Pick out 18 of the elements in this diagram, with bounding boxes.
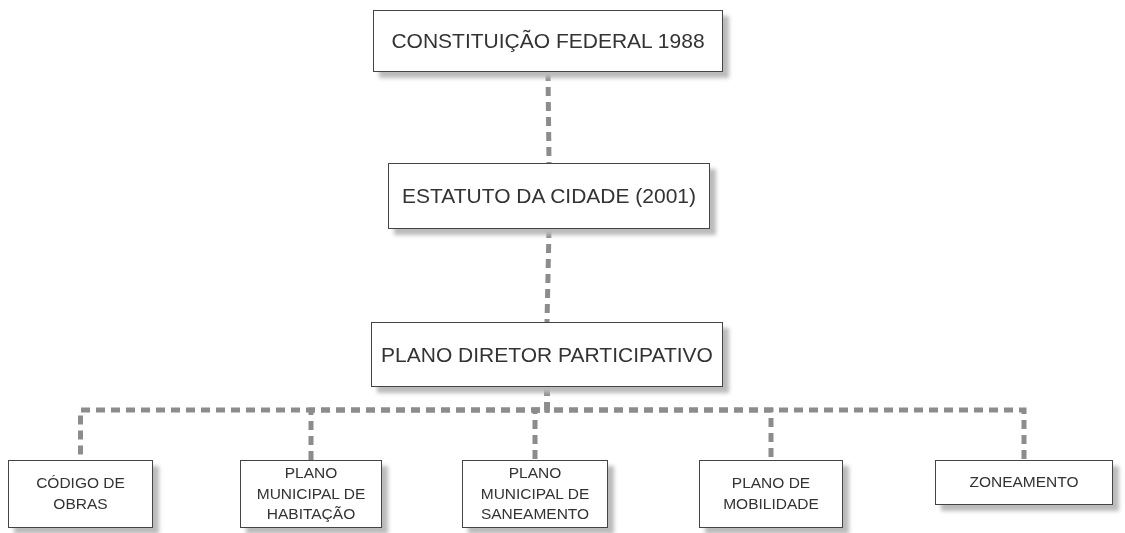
box-label: CONSTITUIÇÃO FEDERAL 1988 [390, 29, 706, 53]
box-label: PLANO DE MOBILIDADE [722, 473, 820, 514]
dashed-connector [544, 387, 1027, 460]
dashed-connector [544, 228, 552, 323]
document-box [388, 163, 710, 229]
document-box [935, 460, 1113, 505]
document-box [8, 460, 153, 528]
box-label: PLANO MUNICIPAL DE SANEAMENTO [479, 462, 591, 525]
box-label: ESTATUTO DA CIDADE (2001) [400, 184, 698, 208]
document-box [699, 460, 843, 528]
document-box [371, 322, 723, 387]
document-box [462, 460, 608, 528]
box-label: CÓDIGO DE OBRAS [35, 473, 126, 514]
box-label: PLANO MUNICIPAL DE HABITAÇÃO [255, 462, 367, 525]
box-label: ZONEAMENTO [968, 472, 1080, 493]
document-box [373, 10, 723, 72]
box-label: PLANO DIRETOR PARTICIPATIVO [380, 342, 714, 367]
document-box [240, 460, 382, 528]
